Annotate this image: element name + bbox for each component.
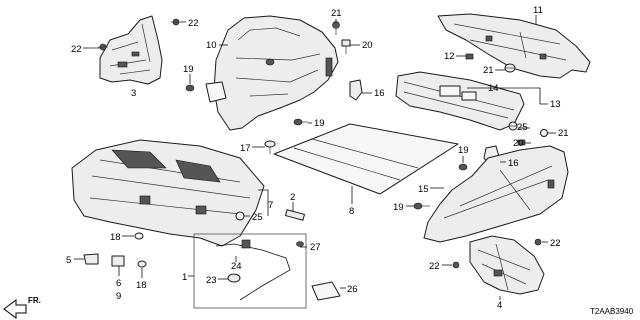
- fastener-21a: [332, 21, 340, 35]
- part-6-clip: [111, 255, 125, 267]
- fastener-18a: [134, 232, 144, 240]
- callout-19: 19: [183, 64, 194, 75]
- callout-1: 1: [182, 272, 187, 283]
- callout-19: 19: [393, 202, 404, 213]
- callout-10: 10: [206, 40, 217, 51]
- callout-20: 20: [513, 138, 524, 149]
- clip-22b: [171, 18, 181, 26]
- fastener-27: [296, 241, 304, 247]
- clip-22a: [98, 43, 108, 51]
- callout-12: 12: [444, 51, 455, 62]
- callout-22: 22: [429, 261, 440, 272]
- part-3-bracket: [99, 15, 163, 85]
- callout-21: 21: [331, 8, 342, 19]
- part-26-pad: [311, 281, 341, 301]
- callout-8: 8: [349, 206, 354, 217]
- callout-20: 20: [362, 40, 373, 51]
- diagram-code: T2AAB3940: [590, 307, 634, 316]
- callout-6: 6: [116, 278, 121, 289]
- part-2-clip: [285, 209, 305, 221]
- part-8-floor-mat: [273, 123, 459, 195]
- fastener-21c: [540, 129, 548, 137]
- fastener-20b: [517, 139, 526, 146]
- fastener-17: [264, 140, 276, 154]
- clip-22c: [534, 238, 542, 246]
- callout-15: 15: [418, 184, 429, 195]
- leader-lines: [74, 15, 556, 300]
- part-1-cable-assembly: [193, 233, 307, 309]
- fastener-19d: [413, 202, 430, 210]
- fastener-18b: [137, 260, 147, 268]
- callout-9: 9: [116, 291, 121, 302]
- callout-22: 22: [550, 238, 561, 249]
- callout-25: 25: [517, 122, 528, 133]
- front-direction-label: FR.: [28, 296, 41, 305]
- part-4-bracket: [469, 235, 545, 295]
- part-11-garnish: [437, 13, 591, 79]
- clip-22d: [452, 261, 460, 269]
- callout-5: 5: [66, 255, 71, 266]
- callout-19: 19: [314, 118, 325, 129]
- callout-7: 7: [268, 200, 273, 211]
- callout-4: 4: [497, 300, 502, 311]
- clip-12: [465, 53, 474, 60]
- callout-2: 2: [290, 192, 295, 203]
- callout-19: 19: [458, 145, 469, 156]
- callout-24: 24: [231, 261, 242, 272]
- callout-13: 13: [550, 99, 561, 110]
- fastener-19b: [293, 118, 308, 126]
- callout-21: 21: [483, 65, 494, 76]
- part-5-clip: [83, 253, 99, 265]
- callout-16: 16: [508, 158, 519, 169]
- fastener-25b: [235, 211, 245, 221]
- callout-labels: 22 22 3 10 21 20 19 16 19 11 12 21 14 13…: [66, 5, 569, 311]
- callout-21: 21: [558, 128, 569, 139]
- callout-3: 3: [131, 88, 136, 99]
- front-direction-arrow: FR.: [3, 296, 41, 319]
- callout-27: 27: [310, 242, 321, 253]
- fastener-20a: [341, 39, 351, 54]
- part-15-side-lining: [423, 145, 569, 243]
- fastener-21b: [504, 63, 516, 73]
- callout-22: 22: [71, 44, 82, 55]
- callout-22: 22: [188, 18, 199, 29]
- callout-17: 17: [240, 143, 251, 154]
- callout-18: 18: [136, 280, 147, 291]
- fastener-19a: [185, 84, 195, 92]
- callout-11: 11: [533, 5, 543, 16]
- part-13-rear-lining: [395, 71, 525, 131]
- part-7-rear-shelf: [71, 139, 265, 247]
- callout-26: 26: [347, 284, 358, 295]
- part-10-side-lining: [205, 15, 339, 131]
- fastener-25a: [508, 121, 518, 131]
- callout-25: 25: [252, 212, 263, 223]
- callout-23: 23: [206, 275, 217, 286]
- part-16-hook: [349, 79, 363, 101]
- callout-18: 18: [110, 232, 121, 243]
- callout-14: 14: [488, 83, 499, 94]
- callout-16: 16: [374, 88, 385, 99]
- fastener-19c: [458, 163, 468, 171]
